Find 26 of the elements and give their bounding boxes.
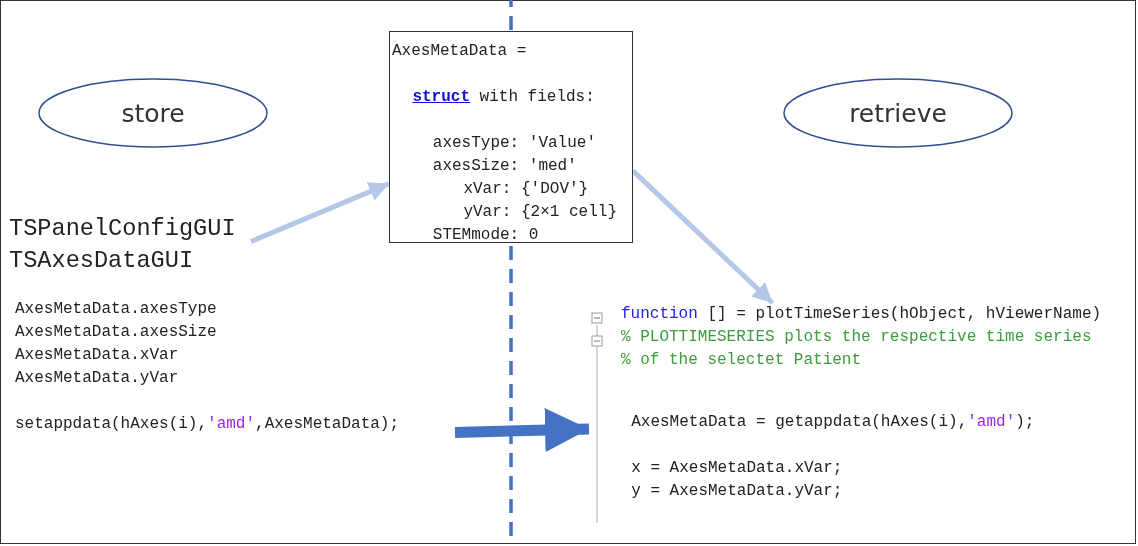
code-line: x = AxesMetaData.xVar;: [631, 458, 843, 479]
code-line: AxesMetaData.axesSize: [15, 322, 217, 343]
step-label: retrieve: [849, 98, 947, 128]
class-name: TSPanelConfigGUI: [9, 214, 236, 244]
arrow: [631, 169, 775, 305]
code-line: y = AxesMetaData.yVar;: [631, 481, 843, 502]
code-line: STEMmode: 0: [432, 225, 539, 246]
code-line: struct with fields:: [412, 87, 595, 108]
arrow: [454, 408, 590, 453]
code-line: AxesMetaData.xVar: [15, 345, 179, 366]
code-line: axesType: 'Value': [432, 133, 597, 154]
code-line: axesSize: 'med': [432, 156, 577, 177]
code-line: AxesMetaData =: [392, 41, 527, 62]
code-line: AxesMetaData = getappdata(hAxes(i),'amd');: [631, 412, 1035, 433]
code-line: AxesMetaData.axesType: [15, 299, 217, 320]
struct-output-box: [389, 31, 633, 243]
class-name: TSAxesDataGUI: [9, 246, 194, 276]
code-line: function [] = plotTimeSeries(hObject, hViewerName): [621, 304, 1102, 325]
code-line: % of the selectet Patient: [621, 350, 862, 371]
code-line: % PLOTTIMESERIES plots the respective time series: [621, 327, 1092, 348]
code-line: AxesMetaData.yVar: [15, 368, 179, 389]
code-line: setappdata(hAxes(i),'amd',AxesMetaData);: [15, 414, 400, 435]
step-label: store: [121, 98, 185, 128]
code-line: yVar: {2×1 cell}: [463, 202, 617, 223]
arrow: [250, 181, 390, 244]
code-line: xVar: {'DOV'}: [463, 179, 589, 200]
